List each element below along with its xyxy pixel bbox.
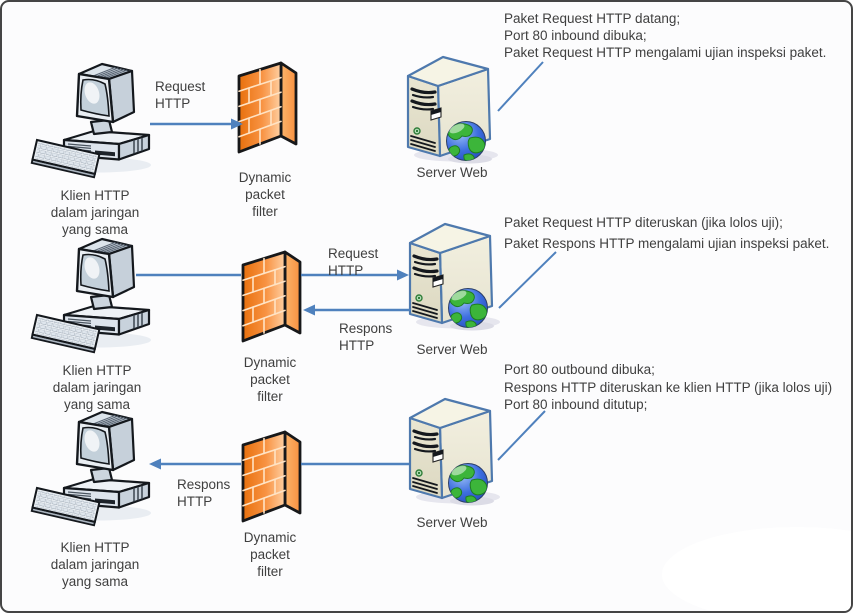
client-caption: Klien HTTP dalam jaringan yang sama xyxy=(50,540,140,589)
firewall-caption: Dynamic packet filter xyxy=(243,530,297,579)
annotation-connector xyxy=(497,410,546,461)
server-caption: Server Web xyxy=(416,515,488,530)
web-server-icon xyxy=(408,57,498,164)
request-arrow xyxy=(301,269,409,281)
request-arrow-label: Request HTTP xyxy=(328,246,379,278)
request-arrow-label: Request HTTP xyxy=(155,79,206,111)
response-arrow-label: Respons HTTP xyxy=(177,477,231,509)
annotation-text: Paket Request HTTP datang; Port 80 inbou… xyxy=(504,11,827,60)
client-caption: Klien HTTP dalam jaringan yang sama xyxy=(50,188,140,237)
client-computer-icon xyxy=(30,62,153,179)
annotation-text: Port 80 outbound dibuka; Respons HTTP di… xyxy=(504,362,833,412)
annotation-connector xyxy=(498,251,557,309)
client-computer-icon xyxy=(30,237,153,354)
firewall-icon xyxy=(237,61,298,154)
firewall-caption: Dynamic packet filter xyxy=(238,170,292,219)
client-computer-icon xyxy=(30,410,153,527)
server-caption: Server Web xyxy=(416,165,488,180)
response-arrow xyxy=(149,458,241,470)
annotation-connector xyxy=(497,61,544,112)
client-caption: Klien HTTP dalam jaringan yang sama xyxy=(52,363,142,412)
response-arrow-label: Respons HTTP xyxy=(339,321,393,353)
response-arrow xyxy=(303,304,411,316)
annotation-text: Paket Request HTTP diteruskan (jika lolo… xyxy=(504,215,830,251)
firewall-icon xyxy=(241,430,302,523)
server-caption: Server Web xyxy=(416,342,488,357)
web-server-icon xyxy=(410,224,500,331)
firewall-icon xyxy=(241,250,302,343)
request-arrow xyxy=(150,118,243,130)
firewall-caption: Dynamic packet filter xyxy=(243,355,297,404)
web-server-icon xyxy=(410,399,500,506)
